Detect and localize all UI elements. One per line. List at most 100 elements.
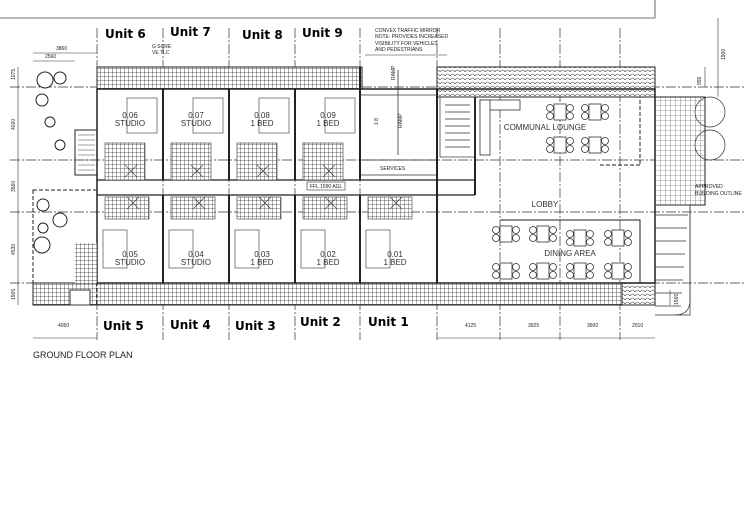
bathroom [104,196,150,220]
chair-icon [586,271,594,279]
bed-icon [192,97,224,134]
top-walkway [96,66,363,90]
chair-icon [546,137,554,145]
ramp-area: 1:8 RAMP RAMP SERVICES [360,65,437,176]
table-icon [553,103,567,121]
tree-icon [52,212,68,228]
chair-icon [546,145,554,153]
unit-label: Unit 1 [368,315,409,329]
chair-icon [566,145,574,153]
room-number: 0.06 [122,111,138,120]
unit-label: Unit 2 [300,315,341,329]
chair-icon [601,112,609,120]
chair-icon [512,226,520,234]
unit-label: Unit 8 [242,28,283,42]
ffl-label: FFL 1590 AGL [310,184,343,190]
tree-icon [33,236,51,254]
chair-icon [581,112,589,120]
bottom-unit-labels: Unit 5 Unit 4 Unit 3 Unit 2 Unit 1 [103,315,409,333]
bed-icon [365,229,391,269]
svg-text:NOTE: PROVIDES INCREASED: NOTE: PROVIDES INCREASED [375,34,448,40]
unit-label: Unit 7 [170,25,211,39]
building-walls [96,67,656,284]
chair-icon [624,271,632,279]
room-type: STUDIO [181,258,211,267]
room-type: 1 BED [250,258,273,267]
bed-icon [300,229,326,269]
dimension: 1900 [721,49,727,60]
table-icon [553,136,567,154]
svg-text:AND PEDESTRIANS: AND PEDESTRIANS [375,47,423,53]
chair-icon [529,234,537,242]
bed-icon [258,97,290,134]
room-number: 0.07 [188,111,204,120]
room-number: 0.02 [320,250,336,259]
chair-icon [512,271,520,279]
table-icon [588,136,602,154]
outdoor-terrace [654,96,706,206]
bathroom [302,196,348,220]
unit-label: Unit 5 [103,319,144,333]
bathroom [104,142,146,181]
sofa-icon [479,99,491,156]
chair-icon [601,137,609,145]
chair-icon [549,234,557,242]
chair-icon [549,271,557,279]
unit-label: Unit 3 [235,319,276,333]
chair-icon [546,112,554,120]
table-icon [611,262,625,280]
chair-icon [492,263,500,271]
table-icon [499,262,513,280]
chair-icon [624,263,632,271]
entry-steps [655,96,726,316]
room-number: 0.04 [188,250,204,259]
svg-text:1:8: 1:8 [374,118,380,125]
chair-icon [492,271,500,279]
dimension: 955 [697,76,703,85]
table-icon [573,229,587,247]
bathroom [236,142,278,181]
approved-outline-note: APPROVED [695,184,723,190]
tree-icon [36,71,54,89]
unit-label: Unit 4 [170,318,211,332]
tree-icon [35,93,49,107]
chair-icon [624,230,632,238]
dimension: 4125 [465,323,476,329]
bed-icon [126,97,158,134]
chair-icon [586,238,594,246]
chair-icon [566,271,574,279]
chair-icon [604,238,612,246]
table-icon [611,229,625,247]
room-type: STUDIO [115,119,145,128]
bottom-walkway [32,282,624,306]
bottom-corner-paving [621,282,656,306]
svg-text:VISIBILITY FOR VEHICLES: VISIBILITY FOR VEHICLES [375,41,438,47]
chair-icon [581,104,589,112]
sheet-frame [0,0,656,19]
room-type: 1 BED [383,258,406,267]
chair-icon [546,104,554,112]
bed-icon [234,229,260,269]
dimension: 4530 [11,244,17,255]
unit-label: Unit 9 [302,26,343,40]
chair-icon [604,263,612,271]
bathroom [367,196,413,220]
dining-tables [479,99,632,280]
chair-icon [566,137,574,145]
chair-icon [604,230,612,238]
approved-outline-note: BUILDING OUTLINE [695,191,742,197]
communal-lounge-label: COMMUNAL LOUNGE [504,123,586,132]
table-icon [573,262,587,280]
room-type: STUDIO [115,258,145,267]
room-number: 0.03 [254,250,270,259]
dimension: 4050 [58,323,69,329]
stair [439,96,476,158]
chair-icon [549,263,557,271]
room-number: 0.01 [387,250,403,259]
tree-icon [53,71,67,85]
top-unit-labels: Unit 6 Unit 7 Unit 8 Unit 9 [105,25,343,42]
table-icon [536,225,550,243]
chair-icon [512,263,520,271]
bathroom [170,142,212,181]
